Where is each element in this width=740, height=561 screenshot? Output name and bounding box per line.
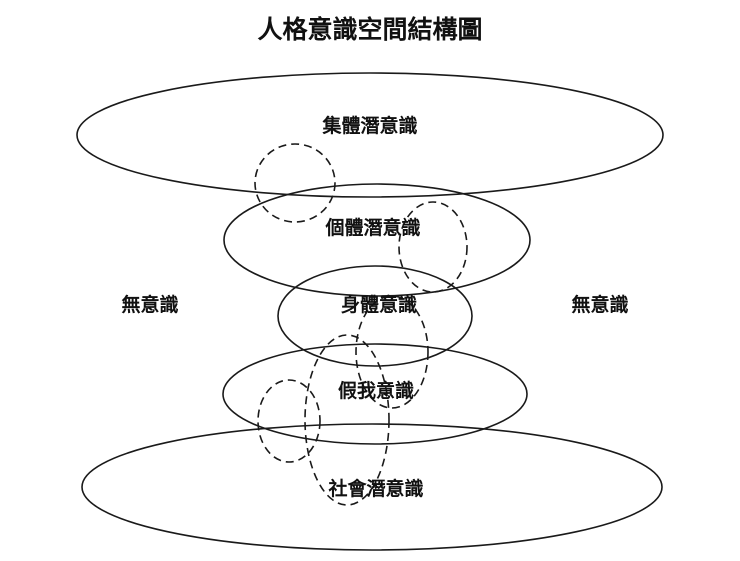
false-self-consciousness-label: 假我意識 (338, 379, 414, 402)
dashed-link-individual-body (398, 201, 468, 293)
collective-unconscious-ellipse (76, 72, 664, 198)
dashed-link-body-social (304, 334, 390, 506)
social-unconscious-ellipse (81, 423, 663, 551)
dashed-link-falseself-social (257, 379, 321, 463)
collective-unconscious-label: 集體潛意識 (321, 114, 417, 137)
unconscious-left-label: 無意識 (121, 293, 178, 316)
body-consciousness-ellipse (277, 265, 473, 367)
diagram-title: 人格意識空間結構圖 (257, 15, 482, 44)
dashed-link-body-falseself (355, 295, 429, 409)
individual-unconscious-label: 個體潛意識 (324, 216, 420, 239)
false-self-consciousness-ellipse (222, 343, 528, 445)
dashed-link-collective-individual (254, 143, 336, 223)
social-unconscious-label: 社會潛意識 (327, 477, 423, 500)
unconscious-right-label: 無意識 (571, 293, 628, 316)
body-consciousness-label: 身體意識 (341, 293, 417, 316)
individual-unconscious-ellipse (223, 183, 531, 297)
